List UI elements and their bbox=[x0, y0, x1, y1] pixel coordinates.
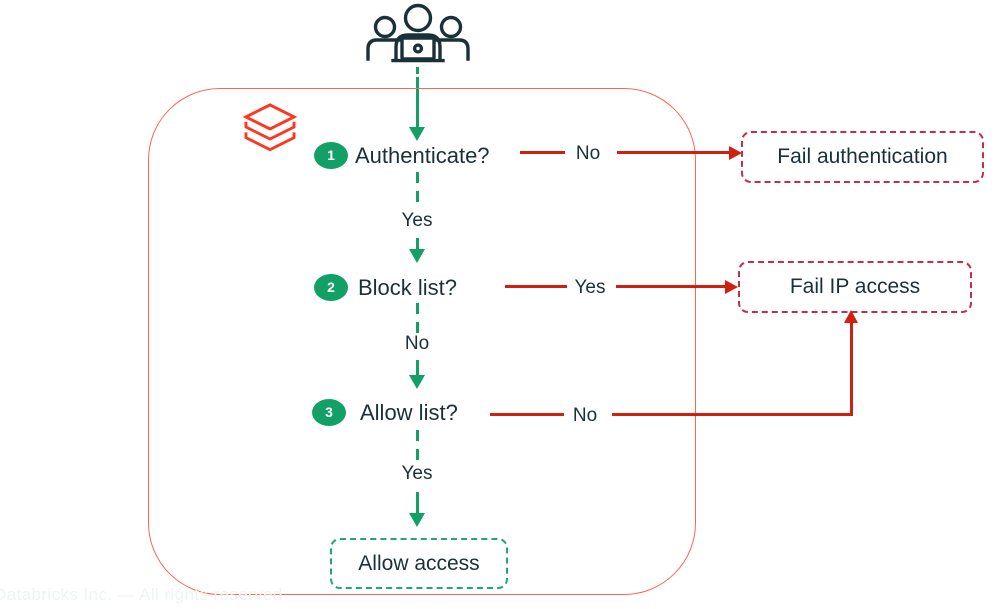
flow-arrow-users-tick bbox=[416, 67, 419, 74]
outcome-fail-authentication: Fail authentication bbox=[741, 131, 984, 183]
edge-allow-no-line-b bbox=[612, 413, 853, 416]
edge-allow-yes-dash bbox=[416, 430, 419, 463]
edge-allow-no-line-a bbox=[490, 413, 564, 416]
edge-block-yes-line-b bbox=[616, 285, 725, 288]
step-label-block-list: Block list? bbox=[358, 275, 458, 300]
step-label-authenticate: Authenticate? bbox=[355, 143, 490, 168]
flow-arrow-users-arrowhead-icon bbox=[409, 127, 425, 141]
flow-arrow-users-line bbox=[416, 77, 419, 128]
edge-allow-no-arrowhead-icon bbox=[844, 310, 858, 323]
edge-auth-yes-dash bbox=[416, 172, 419, 206]
edge-block-yes-line-a bbox=[505, 285, 567, 288]
edge-auth-yes-arrowhead-icon bbox=[409, 249, 425, 263]
edge-block-no-label: No bbox=[404, 333, 430, 354]
edge-auth-no-label: No bbox=[575, 143, 601, 164]
edge-auth-no-line-b bbox=[617, 151, 729, 154]
step-badge-3: 3 bbox=[312, 399, 346, 426]
edge-allow-no-label: No bbox=[572, 405, 598, 426]
outcome-fail-ip-access: Fail IP access bbox=[738, 261, 972, 313]
outcome-allow-access: Allow access bbox=[330, 538, 508, 589]
users-at-laptop-icon bbox=[366, 3, 470, 63]
edge-auth-no-arrowhead-icon bbox=[729, 146, 742, 160]
edge-allow-no-line-up bbox=[850, 322, 853, 416]
databricks-boundary-box bbox=[148, 88, 696, 595]
edge-block-no-line bbox=[416, 360, 419, 376]
edge-block-yes-label: Yes bbox=[574, 277, 606, 298]
copyright-watermark: Databricks Inc. — All rights reserved bbox=[0, 585, 283, 604]
edge-allow-yes-line bbox=[416, 492, 419, 514]
edge-block-no-arrowhead-icon bbox=[409, 375, 425, 389]
edge-block-no-dash bbox=[416, 303, 419, 333]
step-badge-2: 2 bbox=[314, 274, 348, 301]
step-label-allow-list: Allow list? bbox=[360, 400, 458, 425]
edge-auth-yes-line bbox=[416, 238, 419, 250]
edge-auth-no-line-a bbox=[520, 151, 565, 154]
edge-allow-yes-arrowhead-icon bbox=[409, 513, 425, 527]
step-badge-1: 1 bbox=[314, 142, 348, 169]
edge-auth-yes-label: Yes bbox=[401, 210, 433, 231]
databricks-logo-icon bbox=[243, 103, 297, 152]
edge-block-yes-arrowhead-icon bbox=[725, 280, 738, 294]
edge-allow-yes-label: Yes bbox=[401, 463, 433, 484]
